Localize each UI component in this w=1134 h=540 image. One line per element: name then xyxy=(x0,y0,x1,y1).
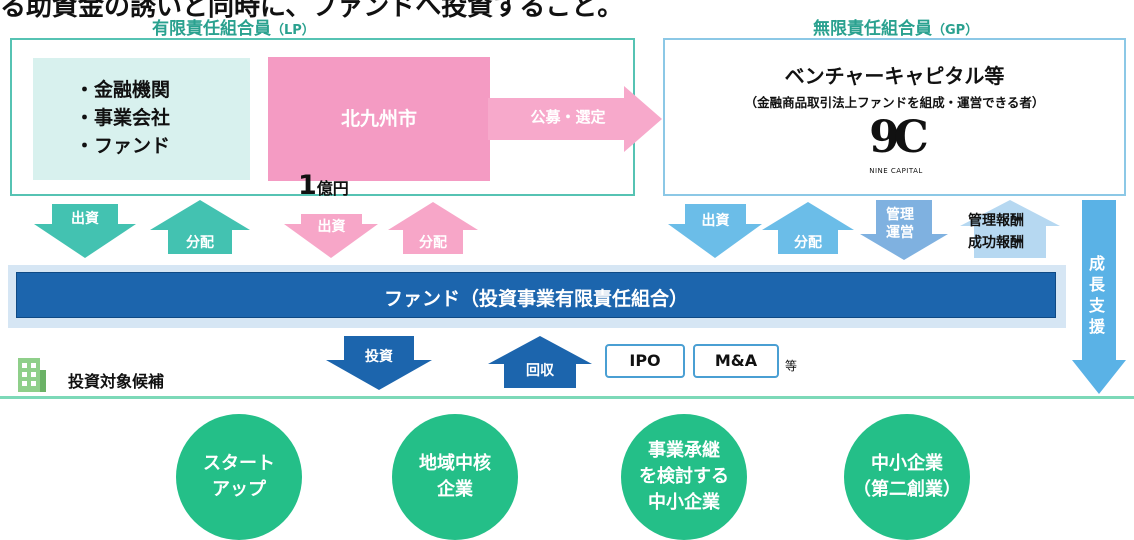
growth-support-label: 成長支援 xyxy=(1088,254,1105,336)
lp-investor-item: ・金融機関 xyxy=(75,79,171,101)
recruit-label: 公募・選定 xyxy=(530,108,606,126)
target-sme-circle: 中小企業 （第二創業） xyxy=(844,414,970,540)
fee-line-2: 成功報酬 xyxy=(968,235,1024,251)
exit-ipo-box: IPO xyxy=(605,344,685,378)
candidates-label: 投資対象候補 xyxy=(68,372,165,391)
gp-name: ベンチャーキャピタル等 xyxy=(784,64,1005,88)
nine-capital-logo-text: NINE CAPITAL xyxy=(869,167,923,175)
mgmt-line-1: 管理 xyxy=(886,207,914,223)
lp-invest-label: 出資 xyxy=(71,211,99,227)
city-distribute-label: 分配 xyxy=(419,235,447,251)
fee-arrow xyxy=(960,200,1060,258)
gp-title-text: 無限責任組合員 xyxy=(813,19,932,39)
mgmt-line-2: 運営 xyxy=(886,225,914,241)
target-regional-core-label: 地域中核 企業 xyxy=(419,453,491,500)
lp-title: 有限責任組合員（LP） xyxy=(152,14,315,39)
gp-distribute-arrow xyxy=(762,202,854,254)
gp-invest-arrow xyxy=(668,204,762,258)
invest-label: 投資 xyxy=(365,349,393,365)
growth-support-arrow xyxy=(1072,200,1126,394)
target-sme-label: 中小企業 （第二創業） xyxy=(853,453,961,500)
fee-label: 管理報酬 成功報酬 xyxy=(968,210,1058,254)
investment-arrows xyxy=(326,336,592,390)
lp-investor-item: ・ファンド xyxy=(75,135,171,157)
collect-label: 回収 xyxy=(526,363,554,379)
gp-subtitle: （金融商品取引法上ファンドを組成・運営できる者） xyxy=(744,95,1045,110)
gp-distribute-label: 分配 xyxy=(794,235,822,251)
city-invest-label: 出資 xyxy=(317,219,346,235)
lp-title-suffix: （LP） xyxy=(271,23,315,38)
amount-number: 1 xyxy=(298,170,317,201)
target-regional-core-circle: 地域中核 企業 xyxy=(392,414,518,540)
lp-investor-list: ・金融機関 ・事業会社 ・ファンド xyxy=(33,58,250,160)
gp-invest-label: 出資 xyxy=(701,213,730,229)
city-distribute-arrow xyxy=(388,202,478,254)
mgmt-arrow xyxy=(860,200,948,260)
flow-arrows xyxy=(34,200,1060,260)
fund-label: ファンド（投資事業有限責任組合） xyxy=(383,288,688,310)
kitakyushu-label: 北九州市 xyxy=(340,108,417,130)
target-startup-circle: スタート アップ xyxy=(176,414,302,540)
recruit-arrow xyxy=(488,86,662,152)
fee-line-1: 管理報酬 xyxy=(968,213,1024,229)
gp-title-suffix: （GP） xyxy=(932,23,979,38)
collect-arrow xyxy=(488,336,592,388)
lp-distribute-label: 分配 xyxy=(186,235,214,251)
lp-title-text: 有限責任組合員 xyxy=(152,19,271,39)
nine-capital-logo-mark: 9C xyxy=(869,112,929,163)
invest-arrow xyxy=(326,336,432,390)
gp-title: 無限責任組合員（GP） xyxy=(813,14,978,39)
city-invest-arrow xyxy=(284,214,378,258)
amount-unit: 億円 xyxy=(316,179,349,198)
gp-frame xyxy=(663,38,1126,196)
lp-investor-box: ・金融機関 ・事業会社 ・ファンド xyxy=(33,58,250,180)
investment-amount: 1億円 xyxy=(298,170,349,201)
lp-invest-arrow xyxy=(34,204,136,258)
exit-etc: 等 xyxy=(785,359,798,373)
exit-ma-box: M&A xyxy=(693,344,779,378)
kitakyushu-box xyxy=(268,57,490,181)
mgmt-label: 管理 運営 xyxy=(870,206,930,242)
target-succession-label: 事業承継 を検討する 中小企業 xyxy=(639,440,729,513)
fund-bar xyxy=(16,272,1056,318)
building-icon xyxy=(18,358,46,392)
lp-investor-item: ・事業会社 xyxy=(75,107,171,129)
target-startup-label: スタート アップ xyxy=(203,453,275,500)
header-cut-text: る助資金の誘いと同時に、ファンドへ投資すること。 xyxy=(0,0,624,22)
target-succession-circle: 事業承継 を検討する 中小企業 xyxy=(621,414,747,540)
ground-line xyxy=(0,396,1134,399)
lp-distribute-arrow xyxy=(150,200,250,254)
